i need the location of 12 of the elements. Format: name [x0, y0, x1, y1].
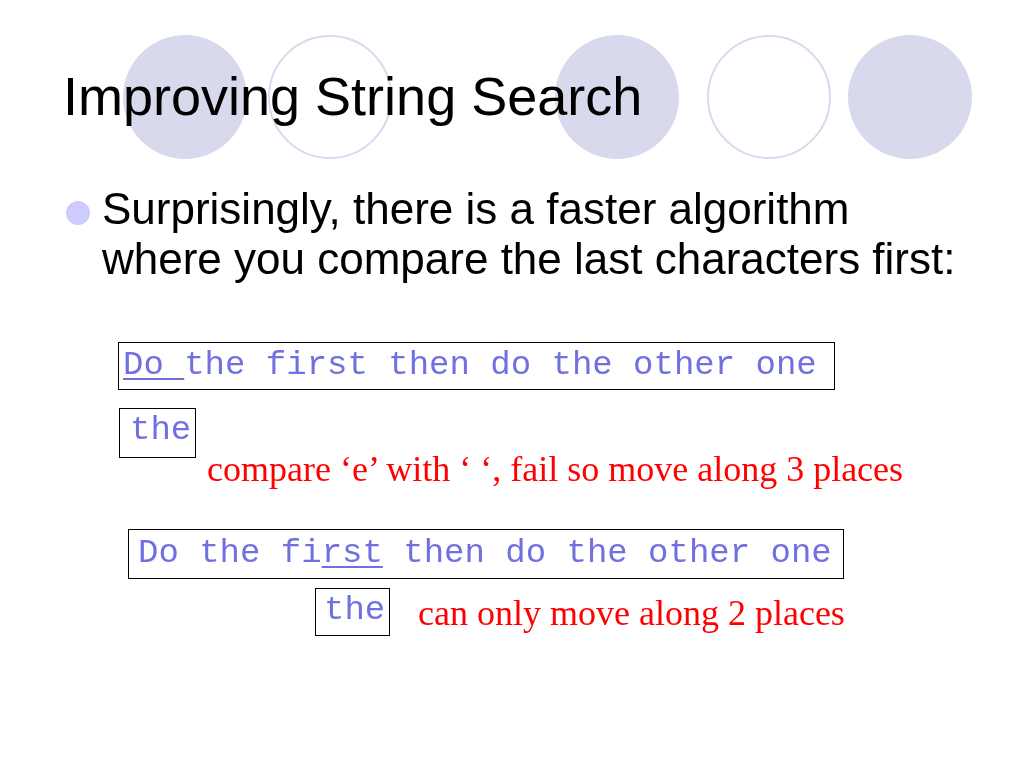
text-string-box: [118, 342, 835, 390]
string-text: the: [130, 411, 192, 449]
annotation-text: compare ‘e’ with ‘ ‘, fail so move along 3 places: [207, 449, 904, 489]
pattern-box: [119, 408, 196, 458]
string-text: Do the first then do the other one: [123, 346, 817, 384]
slide-title: Improving String Search: [63, 66, 643, 126]
string-text: the: [324, 591, 386, 629]
annotation-text: can only move along 2 places: [418, 593, 845, 633]
bullet-text: Surprisingly, there is a faster algorithm where you compare the last characters first:: [102, 184, 957, 284]
string-text: Do the first then do the other one: [138, 534, 832, 572]
text-string-box: [128, 529, 844, 579]
pattern-box: [315, 588, 390, 636]
